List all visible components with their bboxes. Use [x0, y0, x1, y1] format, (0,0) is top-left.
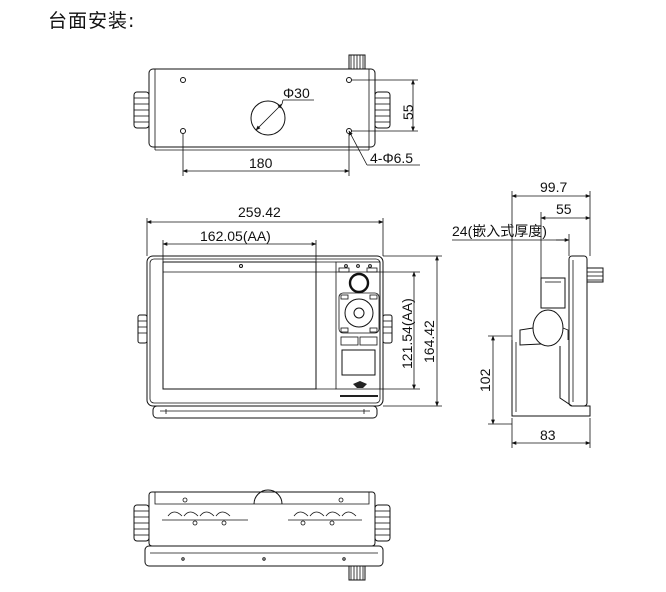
- bracket-height-label: 102: [477, 368, 493, 392]
- rotary-knob: [348, 272, 370, 294]
- top-view: Φ30 55 180 4-Φ6.5: [133, 54, 420, 176]
- depth-55-label: 55: [556, 201, 572, 217]
- mount-hole: [180, 77, 186, 83]
- holes-label: 4-Φ6.5: [370, 150, 413, 166]
- screen: [162, 261, 317, 390]
- depth-total-label: 99.7: [540, 179, 567, 195]
- embedded-thickness-label: 24(嵌入式厚度): [452, 223, 547, 239]
- tilt-knob: [532, 309, 564, 347]
- mount-hole: [346, 77, 352, 83]
- front-view: 259.42 162.05(AA): [137, 204, 442, 419]
- overall-height-label: 164.42: [421, 320, 437, 363]
- screen-width-label: 162.05(AA): [200, 228, 271, 244]
- mount-hole: [180, 128, 186, 134]
- width-180-label: 180: [249, 155, 273, 171]
- side-view: 99.7 55 24(嵌入式厚度) 102: [452, 179, 604, 448]
- control-panel: [335, 261, 381, 390]
- bottom-view: [133, 489, 391, 581]
- cable-hole: [250, 100, 286, 136]
- overall-width-label: 259.42: [238, 204, 281, 220]
- direction-pad: [344, 298, 374, 328]
- screen-height-label: 121.54(AA): [399, 298, 415, 369]
- height-55-label: 55: [400, 104, 416, 120]
- hole-diameter-label: Φ30: [283, 85, 310, 101]
- bracket-depth-label: 83: [540, 427, 556, 443]
- page-title: 台面安装:: [48, 10, 136, 32]
